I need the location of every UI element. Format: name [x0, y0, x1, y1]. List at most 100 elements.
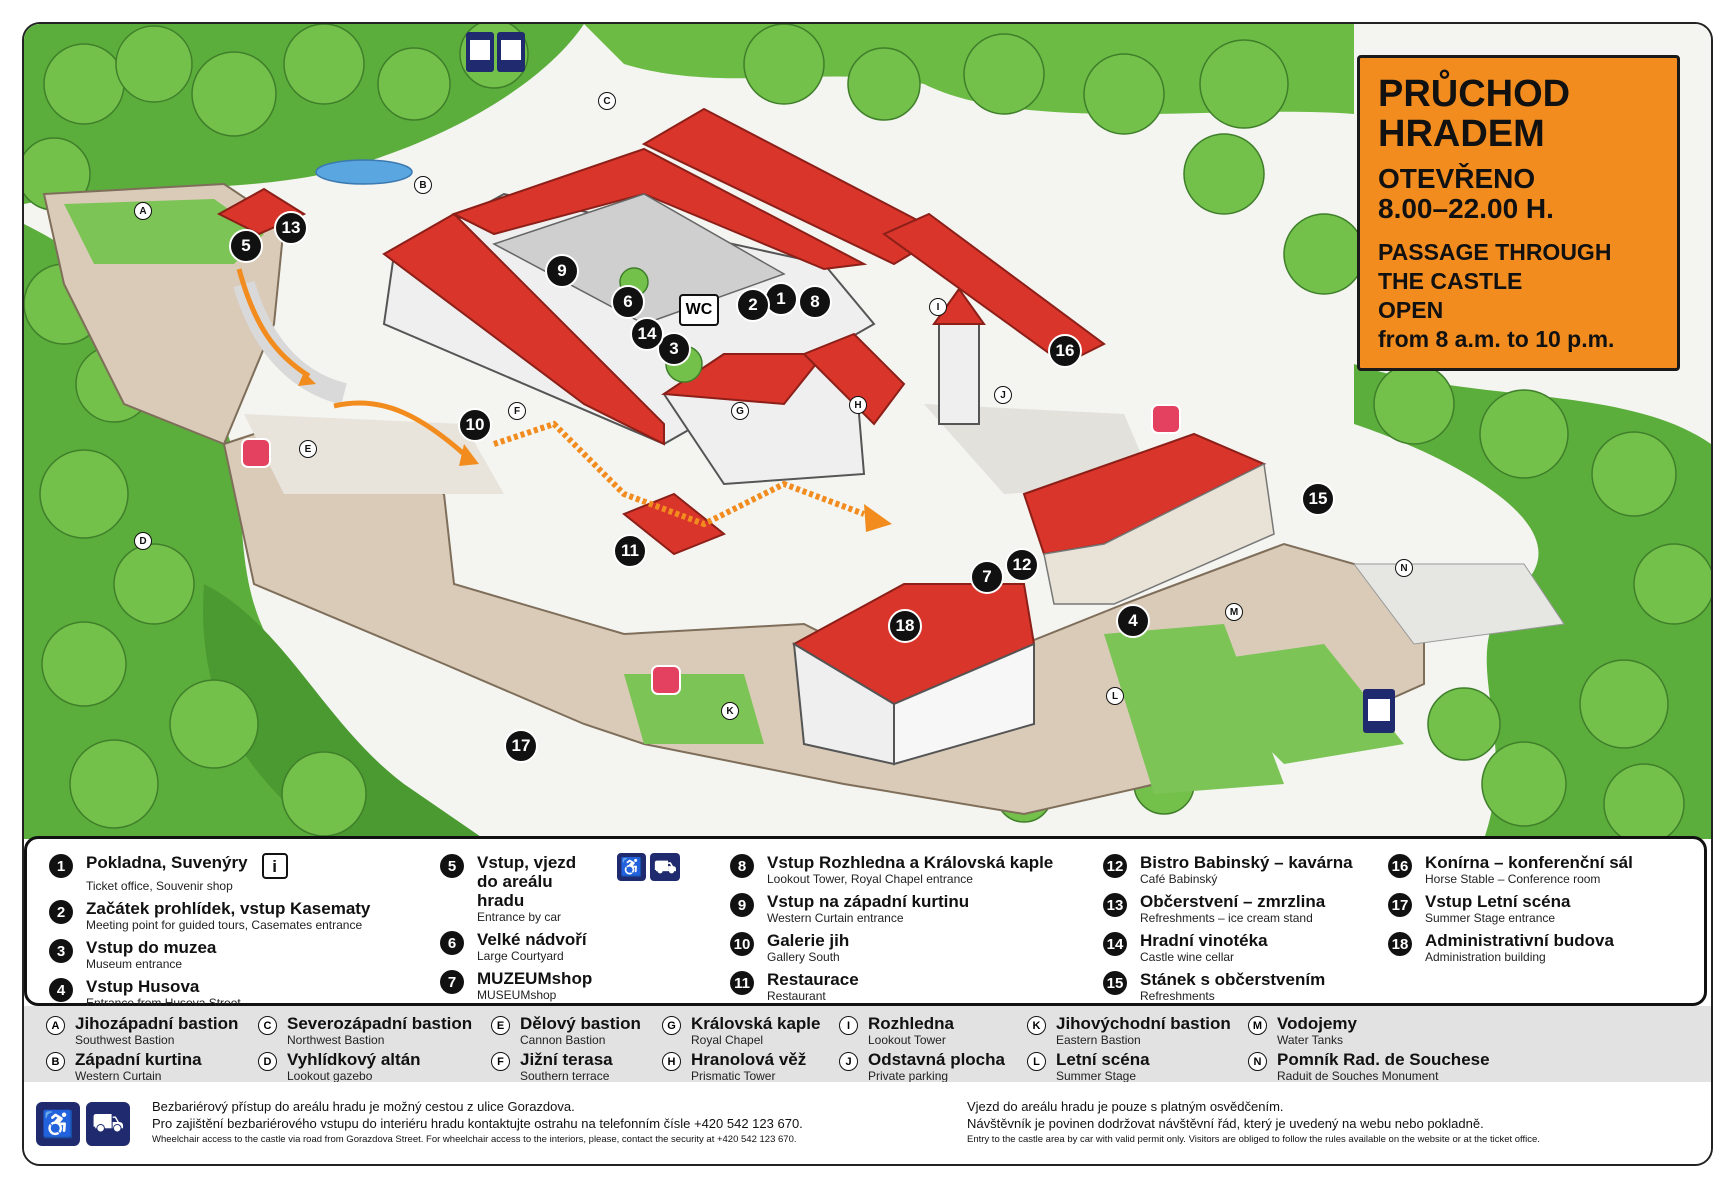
letter-badge: H: [662, 1052, 681, 1071]
legend-number: 17: [1388, 893, 1412, 917]
footer-right-line2: Návštěvník je povinen dodržovat návštěvn…: [967, 1116, 1484, 1131]
legend-number: 13: [1103, 893, 1127, 917]
map-marker-10[interactable]: 10: [458, 408, 492, 442]
legend-en: Entrance by car: [477, 910, 562, 924]
legend-number: 1: [49, 854, 73, 878]
legend-en: Western Curtain entrance: [767, 911, 904, 925]
map-marker-15[interactable]: 15: [1301, 482, 1335, 516]
legend-cz: Začátek prohlídek, vstup Kasematy: [86, 899, 371, 918]
map-letter-E[interactable]: E: [299, 440, 317, 458]
instagram-icon[interactable]: [651, 665, 681, 695]
letter-badge: C: [258, 1016, 277, 1035]
map-marker-17[interactable]: 17: [504, 729, 538, 763]
map-letter-I[interactable]: I: [929, 298, 947, 316]
legend-number: 16: [1388, 854, 1412, 878]
map-marker-14[interactable]: 14: [630, 317, 664, 351]
legend-number: 9: [730, 893, 754, 917]
footer-note-right: Vjezd do areálu hradu je pouze s platným…: [967, 1098, 1697, 1147]
box-en-line3: OPEN: [1378, 297, 1444, 323]
map-marker-12[interactable]: 12: [1005, 548, 1039, 582]
letter-en: Northwest Bastion: [287, 1033, 385, 1047]
box-title-line2: HRADEM: [1378, 113, 1545, 155]
map-letter-C[interactable]: C: [598, 92, 616, 110]
legend-cz2: do areálu hradu: [477, 872, 553, 910]
map-marker-4[interactable]: 4: [1116, 604, 1150, 638]
legend-cz: Konírna – konferenční sál: [1425, 853, 1633, 872]
letter-cz: Pomník Rad. de Souchese: [1277, 1050, 1490, 1069]
map-marker-8[interactable]: 8: [798, 285, 832, 319]
map-marker-9[interactable]: 9: [545, 254, 579, 288]
map-marker-16[interactable]: 16: [1048, 334, 1082, 368]
legend-cz: Vstup na západní kurtinu: [767, 892, 970, 911]
legend-cz: Vstup Letní scéna: [1425, 892, 1571, 911]
footer-note-left: Bezbariérový přístup do areálu hradu je …: [152, 1098, 952, 1147]
map-letter-D[interactable]: D: [134, 532, 152, 550]
map-letter-N[interactable]: N: [1395, 559, 1413, 577]
legend-en: Refreshments: [1140, 989, 1215, 1003]
map-marker-3[interactable]: 3: [657, 332, 691, 366]
map-letter-L[interactable]: L: [1106, 687, 1124, 705]
map-marker-7[interactable]: 7: [970, 560, 1004, 594]
instagram-icon[interactable]: [241, 438, 271, 468]
box-open-line2: 8.00–22.00 H.: [1378, 193, 1554, 224]
map-letter-J[interactable]: J: [994, 386, 1012, 404]
letter-badge: M: [1248, 1016, 1267, 1035]
map-letter-G[interactable]: G: [731, 402, 749, 420]
letter-legend-item: L Letní scéna Summer Stage: [1027, 1050, 1150, 1083]
footer-left-line2: Pro zajištění bezbariérového vstupu do i…: [152, 1116, 803, 1131]
footer-left-line1: Bezbariérový přístup do areálu hradu je …: [152, 1099, 575, 1114]
letter-cz: Rozhledna: [868, 1014, 954, 1033]
map-letter-B[interactable]: B: [414, 176, 432, 194]
legend-en: Lookout Tower, Royal Chapel entrance: [767, 872, 973, 886]
letter-badge: N: [1248, 1052, 1267, 1071]
map-marker-13[interactable]: 13: [274, 211, 308, 245]
map-marker-18[interactable]: 18: [888, 609, 922, 643]
letter-en: Lookout Tower: [868, 1033, 946, 1047]
legend-en: Ticket office, Souvenir shop: [86, 879, 233, 893]
legend-number: 6: [440, 931, 464, 955]
letter-cz: Vyhlídkový altán: [287, 1050, 421, 1069]
letter-cz: Jihovýchodní bastion: [1056, 1014, 1231, 1033]
footer: ♿ ⛟ Bezbariérový přístup do areálu hradu…: [24, 1082, 1711, 1164]
stroller-icon: ⛟: [650, 853, 680, 881]
letter-en: Southern terrace: [520, 1069, 610, 1083]
map-letter-M[interactable]: M: [1225, 603, 1243, 621]
letter-cz: Odstavná plocha: [868, 1050, 1005, 1069]
footer-right-line1: Vjezd do areálu hradu je pouze s platným…: [967, 1099, 1284, 1114]
map-marker-11[interactable]: 11: [613, 534, 647, 568]
info-icon: i: [261, 853, 288, 879]
letter-legend-item: E Dělový bastion Cannon Bastion: [491, 1014, 641, 1047]
footer-left-line3: Wheelchair access to the castle via road…: [152, 1134, 797, 1145]
wheelchair-icon: ♿: [616, 853, 647, 881]
letter-badge: J: [839, 1052, 858, 1071]
map-marker-6[interactable]: 6: [611, 285, 645, 319]
legend-en: Horse Stable – Conference room: [1425, 872, 1601, 886]
letter-en: Summer Stage: [1056, 1069, 1137, 1083]
transit-icons-top: [466, 32, 525, 72]
letter-en: Western Curtain: [75, 1069, 162, 1083]
map-letter-F[interactable]: F: [508, 402, 526, 420]
map-letter-H[interactable]: H: [849, 396, 867, 414]
legend-en: Large Courtyard: [477, 949, 564, 963]
instagram-icon[interactable]: [1151, 404, 1181, 434]
map-letter-K[interactable]: K: [721, 702, 739, 720]
map-marker-5[interactable]: 5: [229, 229, 263, 263]
map-letter-A[interactable]: A: [134, 202, 152, 220]
letter-legend-item: I Rozhledna Lookout Tower: [839, 1014, 954, 1047]
map-marker-2[interactable]: 2: [736, 288, 770, 322]
legend-number: 14: [1103, 932, 1127, 956]
letter-en: Royal Chapel: [691, 1033, 764, 1047]
